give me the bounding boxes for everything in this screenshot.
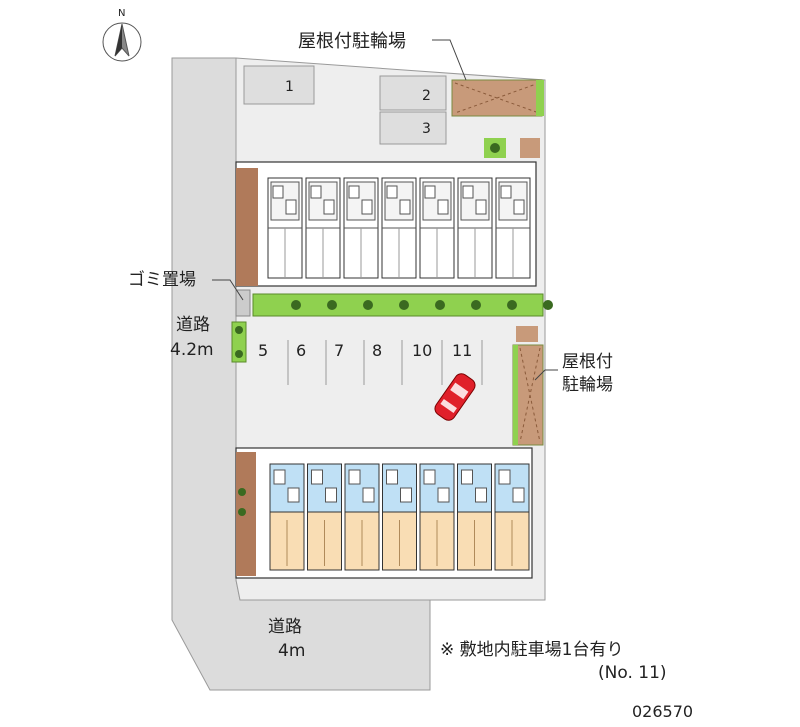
note-line-2: (No. 11) [598,663,667,683]
lower-unit [494,463,530,571]
shrub-top-2 [520,138,540,158]
label-road-bottom-2: 4m [278,641,305,661]
parking-slot-label: 8 [372,341,382,360]
label-bike-right-1: 屋根付 [562,352,613,372]
parking-slot-2 [379,75,447,111]
parking-slot-label: 5 [258,341,268,360]
lower-unit [344,463,380,571]
upper-unit [267,177,303,279]
car-icon [434,373,476,421]
upper-unit [343,177,379,279]
parking-slot-3 [379,111,447,145]
hedge-tree [471,300,481,310]
shrub-left [231,321,247,363]
parking-slot-1 [243,65,315,105]
leader-garbage [212,279,244,301]
hedge-trees [291,300,553,310]
parking-slot-label: 10 [412,341,432,360]
label-garbage: ゴミ置場 [128,269,196,290]
label-road-left-2: 4.2m [170,340,214,360]
compass-label: N [118,8,125,19]
parking-top-label-1: 1 [285,79,294,95]
green-strip-top [536,80,544,116]
leader-bike-right [534,369,558,381]
map-code: 026570 [632,702,693,721]
compass-icon [102,22,142,62]
lower-unit [382,463,417,571]
label-road-bottom-1: 道路 [268,617,302,637]
upper-unit [381,177,417,279]
label-bike-top: 屋根付駐輪場 [298,31,406,52]
parking-top-label-2: 2 [422,88,431,104]
parking-row-lines: 5 6 7 8 10 11 [258,340,483,385]
hedge-tree [291,300,301,310]
label-road-left-1: 道路 [176,315,210,335]
upper-unit [419,177,455,279]
upper-unit [495,177,531,279]
parking-slot-label: 6 [296,341,306,360]
hedge-tree [543,300,553,310]
parking-slot-label: 11 [452,341,472,360]
lower-unit [419,463,455,571]
garbage-area [235,289,251,317]
upper-unit [305,177,341,279]
hedge-tree [399,300,409,310]
hedge-tree [327,300,337,310]
upper-unit [457,177,493,279]
note-line-1: ※ 敷地内駐車場1台有り [440,640,623,660]
hedge-tree [363,300,373,310]
hedge-tree [435,300,445,310]
label-bike-right-2: 駐輪場 [562,375,613,395]
upper-units [267,177,531,279]
hedge-tree [507,300,517,310]
parking-top-label-3: 3 [422,121,431,137]
lower-unit [307,463,342,571]
lower-unit [269,463,305,571]
parking-slot-label: 7 [334,341,344,360]
lower-units [269,463,530,571]
lower-unit [457,463,492,571]
leader-bike-top [432,39,467,81]
